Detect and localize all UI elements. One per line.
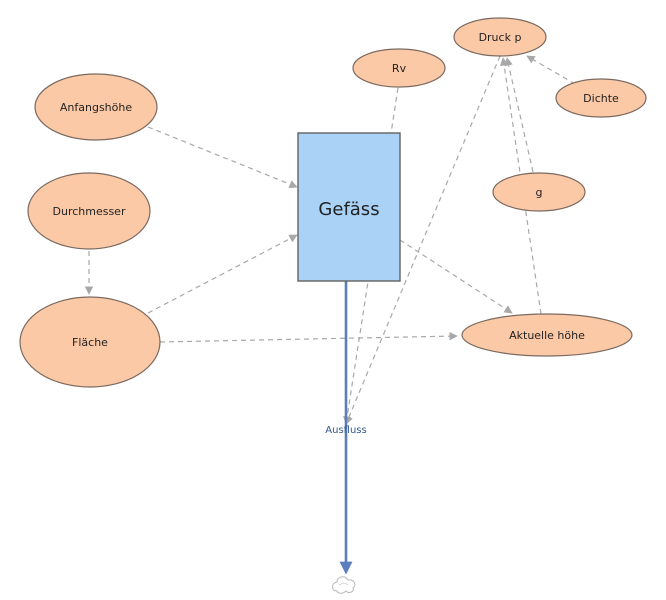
variable-label-dichte: Dichte (583, 92, 619, 105)
variable-label-aktuelle-hoehe: Aktuelle höhe (509, 329, 585, 342)
variable-label-rv: Rv (392, 62, 407, 75)
link-flaeche-gefaess[interactable] (147, 234, 298, 314)
variable-g[interactable]: g (492, 172, 586, 212)
variable-label-druck: Druck p (479, 31, 522, 44)
variable-label-durchmesser: Durchmesser (53, 205, 126, 218)
variable-druck[interactable]: Druck p (453, 17, 547, 57)
stock-gefaess[interactable]: Gefäss (297, 132, 401, 282)
variable-dichte[interactable]: Dichte (555, 78, 647, 118)
variable-durchmesser[interactable]: Durchmesser (27, 172, 151, 250)
variable-aktuelle-hoehe[interactable]: Aktuelle höhe (461, 313, 633, 357)
variable-flaeche[interactable]: Fläche (19, 296, 161, 388)
variable-label-flaeche: Fläche (72, 336, 108, 349)
link-dichte-druck[interactable] (526, 55, 576, 85)
variable-label-anfangshoehe: Anfangshöhe (60, 101, 132, 114)
variable-rv[interactable]: Rv (352, 48, 446, 88)
cloud-icon (332, 576, 356, 594)
link-flaeche-aktuelle-hoehe[interactable] (159, 331, 458, 343)
link-anfangshoehe-gefaess[interactable] (147, 126, 298, 189)
link-g-druck[interactable] (504, 57, 534, 173)
variable-label-g: g (536, 186, 543, 199)
flow-label-ausfluss: Ausfluss (325, 425, 366, 436)
link-gefaess-aktuelle-hoehe[interactable] (399, 239, 513, 314)
variable-anfangshoehe[interactable]: Anfangshöhe (34, 73, 158, 141)
stock-label-gefaess: Gefäss (318, 199, 379, 220)
link-druck-ausfluss[interactable] (345, 55, 501, 425)
